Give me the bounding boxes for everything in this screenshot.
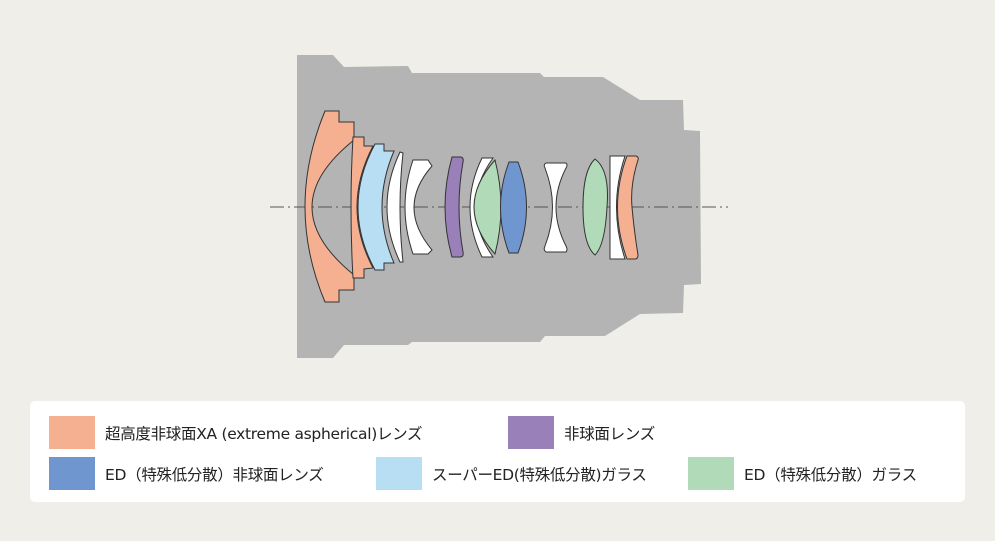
lens-element-13-xa	[617, 155, 639, 260]
lens-element-1-xa	[304, 110, 355, 303]
lens-construction-diagram	[270, 55, 728, 358]
lens-element-11-ed	[582, 158, 608, 256]
ed-aspherical-swatch	[49, 457, 95, 490]
aspherical-swatch	[508, 416, 554, 449]
legend-item-super-ed: スーパーED(特殊低分散)ガラス	[376, 457, 647, 490]
lens-element-2-xa	[350, 136, 374, 279]
lens-element-10	[543, 162, 568, 253]
legend-label: 非球面レンズ	[564, 424, 655, 443]
lens-element-8-ed	[473, 158, 502, 256]
legend-item-xa-aspherical: 超高度非球面XA (extreme aspherical)レンズ	[49, 416, 423, 449]
lens-element-5	[404, 159, 433, 255]
lens-element-6-aspherical	[444, 156, 464, 258]
legend-label: ED（特殊低分散）非球面レンズ	[105, 465, 324, 484]
lens-element-3-super-ed	[357, 143, 395, 271]
xa-aspherical-swatch	[49, 416, 95, 449]
legend-label: ED（特殊低分散）ガラス	[744, 465, 917, 484]
legend: 超高度非球面XA (extreme aspherical)レンズ 非球面レンズ …	[30, 401, 965, 502]
ed-glass-swatch	[688, 457, 734, 490]
super-ed-swatch	[376, 457, 422, 490]
legend-item-ed-glass: ED（特殊低分散）ガラス	[688, 457, 917, 490]
legend-label: 超高度非球面XA (extreme aspherical)レンズ	[105, 424, 423, 443]
legend-item-aspherical: 非球面レンズ	[508, 416, 655, 449]
lens-element-9-ed-aspherical	[500, 161, 527, 254]
legend-label: スーパーED(特殊低分散)ガラス	[432, 465, 647, 484]
legend-item-ed-aspherical: ED（特殊低分散）非球面レンズ	[49, 457, 324, 490]
lens-element-4	[386, 151, 404, 263]
lens-element-12	[609, 155, 626, 260]
